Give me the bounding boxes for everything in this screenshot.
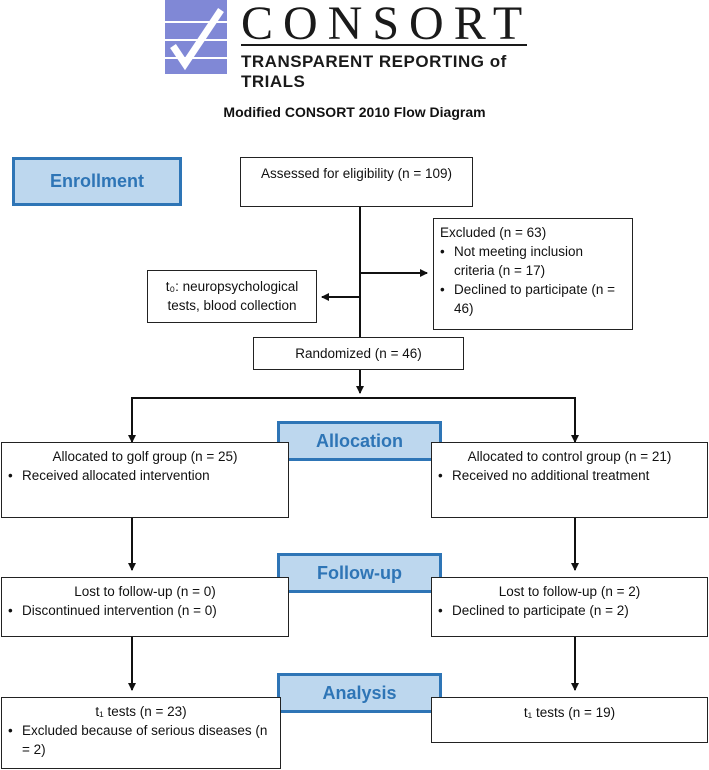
control-allocation-title: Allocated to control group (n = 21): [467, 449, 672, 464]
golf-allocation-box: Allocated to golf group (n = 25) Receive…: [1, 442, 289, 518]
control-followup-title: Lost to follow-up (n = 2): [498, 584, 641, 599]
control-followup-box: Lost to follow-up (n = 2) Declined to pa…: [431, 577, 708, 637]
golf-analysis-list: Excluded because of serious diseases (n …: [8, 721, 274, 759]
excluded-item: Declined to participate (n = 46): [440, 280, 626, 318]
control-analysis-box: t₁ tests (n = 19): [431, 697, 708, 743]
excluded-item: Not meeting inclusion criteria (n = 17): [440, 242, 626, 280]
consort-tagline: TRANSPARENT REPORTING of TRIALS: [241, 52, 507, 91]
golf-analysis-box: t₁ tests (n = 23) Excluded because of se…: [1, 697, 281, 769]
control-allocation-item: Received no additional treatment: [438, 466, 701, 485]
stage-analysis: Analysis: [277, 673, 442, 713]
consort-logo: CONSORT TRANSPARENT REPORTING of TRIALS: [165, 0, 535, 91]
control-followup-list: Declined to participate (n = 2): [438, 601, 701, 620]
golf-followup-list: Discontinued intervention (n = 0): [8, 601, 282, 620]
control-allocation-box: Allocated to control group (n = 21) Rece…: [431, 442, 708, 518]
stage-allocation: Allocation: [277, 421, 442, 461]
excluded-list: Not meeting inclusion criteria (n = 17) …: [440, 242, 626, 318]
baseline-tests-box: t₀: neuropsychological tests, blood coll…: [147, 270, 317, 323]
assessed-box: Assessed for eligibility (n = 109): [240, 157, 473, 207]
baseline-tests-line2: tests, blood collection: [167, 298, 297, 313]
golf-allocation-list: Received allocated intervention: [8, 466, 282, 485]
consort-wordmark: CONSORT: [241, 0, 533, 50]
stage-enrollment: Enrollment: [12, 157, 182, 206]
golf-analysis-title: t₁ tests (n = 23): [95, 704, 187, 719]
control-allocation-list: Received no additional treatment: [438, 466, 701, 485]
control-followup-item: Declined to participate (n = 2): [438, 601, 701, 620]
golf-allocation-title: Allocated to golf group (n = 25): [52, 449, 238, 464]
golf-followup-box: Lost to follow-up (n = 0) Discontinued i…: [1, 577, 289, 637]
excluded-box: Excluded (n = 63) Not meeting inclusion …: [433, 218, 633, 330]
baseline-tests-line1: t₀: neuropsychological: [165, 279, 299, 294]
golf-followup-title: Lost to follow-up (n = 0): [74, 584, 216, 599]
golf-analysis-item: Excluded because of serious diseases (n …: [8, 721, 274, 759]
stage-followup: Follow-up: [277, 553, 442, 593]
diagram-title: Modified CONSORT 2010 Flow Diagram: [223, 104, 486, 120]
logo-divider: [241, 44, 527, 46]
golf-allocation-item: Received allocated intervention: [8, 466, 282, 485]
excluded-title: Excluded (n = 63): [440, 225, 547, 240]
golf-followup-item: Discontinued intervention (n = 0): [8, 601, 282, 620]
randomized-box: Randomized (n = 46): [253, 337, 464, 370]
consort-checkmark-icon: [165, 0, 227, 74]
